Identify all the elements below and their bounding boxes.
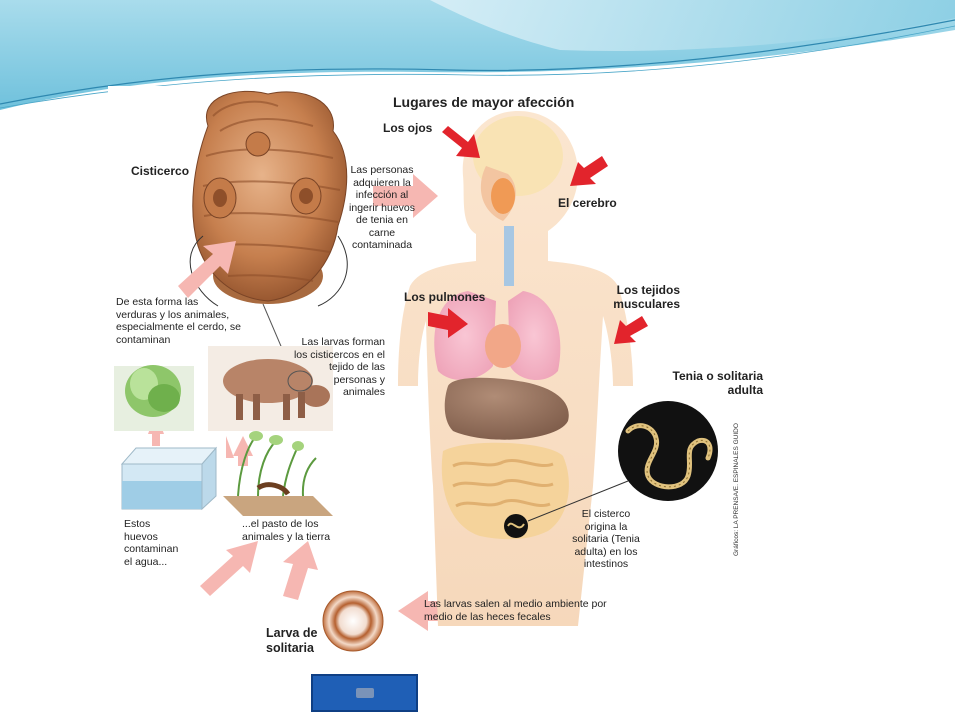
label-musculares: Los tejidos musculares [588, 283, 680, 311]
label-cerebro: El cerebro [558, 197, 617, 210]
text-personas: Las personas adquieren la infección al i… [346, 164, 418, 252]
video-button[interactable] [311, 674, 418, 712]
text-verduras: De esta forma las verduras y los animale… [116, 296, 241, 346]
text-huevos: Estos huevos contaminan el agua... [124, 518, 186, 568]
text-larvas-salen: Las larvas salen al medio ambiente por m… [424, 598, 624, 623]
video-icon [356, 688, 374, 698]
lettuce-illustration [114, 365, 194, 431]
larva-illustration [323, 591, 383, 651]
tapeworm-infographic: Gráficos: LA PRENSA/E. ESPINALES GUIDO L… [108, 86, 770, 658]
credit-text: Gráficos: LA PRENSA/E. ESPINALES GUIDO [733, 423, 740, 556]
diagram-title: Lugares de mayor afección [393, 94, 574, 110]
label-cisticerco: Cisticerco [131, 165, 189, 178]
label-tenia: Tenia o solitaria adulta [653, 369, 763, 397]
text-larvas-forman: Las larvas forman los cisticercos en el … [293, 336, 385, 399]
text-cisterco: El cisterco origina la solitaria (Tenia … [570, 508, 642, 571]
text-pasto: ...el pasto de los animales y la tierra [242, 518, 342, 543]
label-pulmones: Los pulmones [404, 291, 485, 304]
label-ojos: Los ojos [383, 122, 432, 135]
label-larva: Larva de solitaria [266, 626, 326, 656]
water-box-illustration [122, 448, 216, 509]
